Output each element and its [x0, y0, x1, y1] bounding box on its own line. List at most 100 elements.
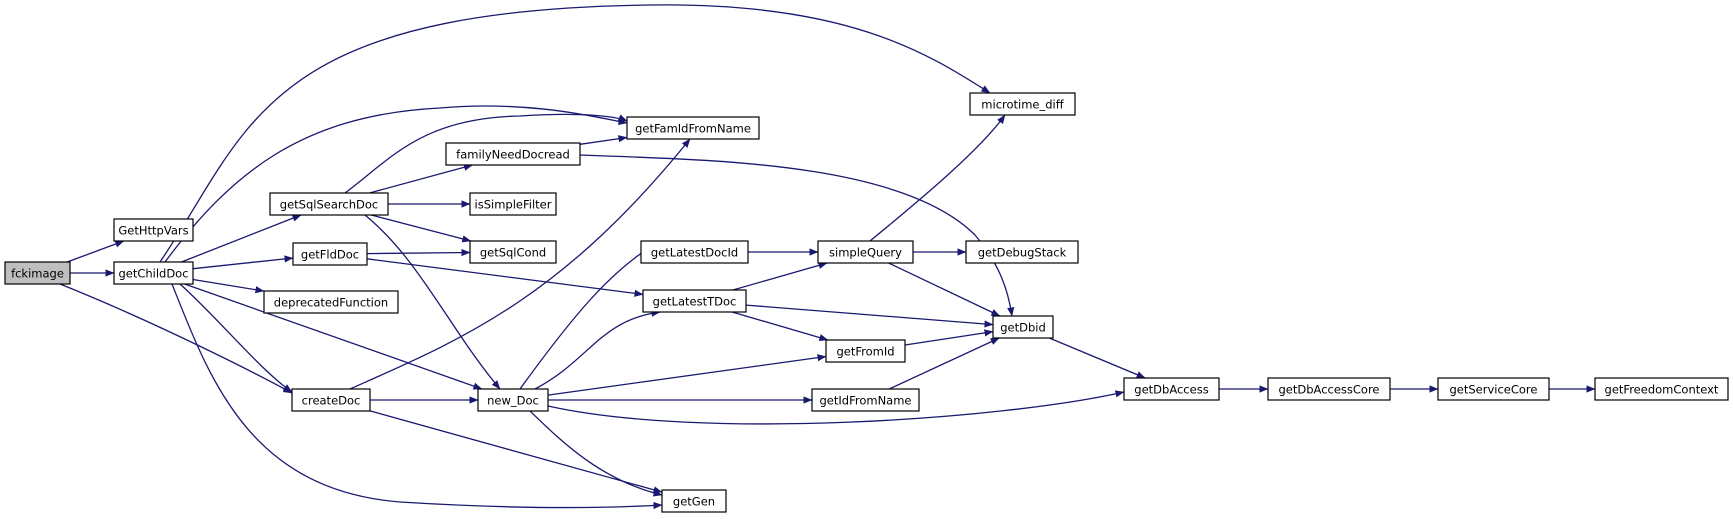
- node-getFromId[interactable]: getFromId: [825, 339, 906, 363]
- node-getChildDoc[interactable]: getChildDoc: [113, 261, 194, 285]
- node-box-createDoc[interactable]: [291, 388, 371, 412]
- edge-getChildDoc-to-deprecatedFunction: [192, 278, 265, 294]
- node-getFamIdFromName[interactable]: getFamIdFromName: [626, 116, 760, 140]
- node-getLatestTDoc[interactable]: getLatestTDoc: [642, 289, 747, 313]
- node-box-getIdFromName[interactable]: [811, 388, 920, 412]
- node-box-getDbid[interactable]: [992, 315, 1054, 339]
- node-box-microtime_diff[interactable]: [969, 92, 1076, 116]
- node-isSimpleFilter[interactable]: isSimpleFilter: [469, 192, 557, 216]
- edge-simpleQuery-to-getDbid: [888, 262, 1001, 317]
- edge-new_Doc-to-getLatestTDoc: [534, 309, 661, 390]
- edge-fckimage-to-createDoc: [59, 283, 293, 394]
- node-GetHttpVars[interactable]: GetHttpVars: [113, 218, 194, 242]
- node-box-deprecatedFunction[interactable]: [263, 290, 399, 314]
- node-getSqlCond[interactable]: getSqlCond: [469, 240, 557, 264]
- node-box-fckimage[interactable]: [4, 261, 71, 285]
- node-label-fckimage: fckimage: [11, 267, 64, 281]
- node-box-getFamIdFromName[interactable]: [626, 116, 760, 140]
- edge-getChildDoc-to-new_Doc: [184, 283, 483, 390]
- node-box-familyNeedDocread[interactable]: [445, 142, 581, 166]
- edge-getChildDoc-to-createDoc: [179, 283, 293, 393]
- node-label-getFreedomContext: getFreedomContext: [1605, 383, 1719, 397]
- node-label-getFldDoc: getFldDoc: [301, 248, 359, 262]
- node-getFldDoc[interactable]: getFldDoc: [292, 242, 368, 266]
- node-box-isSimpleFilter[interactable]: [469, 192, 557, 216]
- edge-familyNeedDocread-to-getFamIdFromName: [579, 135, 628, 145]
- edge-getIdFromName-to-getDbid: [888, 337, 1000, 390]
- node-label-getDbAccess: getDbAccess: [1134, 383, 1208, 397]
- edge-getLatestTDoc-to-simpleQuery: [732, 261, 828, 291]
- node-getSqlSearchDoc[interactable]: getSqlSearchDoc: [269, 192, 389, 216]
- node-label-getSqlCond: getSqlCond: [480, 246, 546, 260]
- node-getFreedomContext[interactable]: getFreedomContext: [1594, 377, 1729, 401]
- node-box-getSqlSearchDoc[interactable]: [269, 192, 389, 216]
- node-label-getGen: getGen: [673, 495, 715, 509]
- node-label-GetHttpVars: GetHttpVars: [118, 224, 188, 238]
- node-label-getFromId: getFromId: [836, 345, 894, 359]
- node-deprecatedFunction[interactable]: deprecatedFunction: [263, 290, 399, 314]
- node-createDoc[interactable]: createDoc: [291, 388, 371, 412]
- node-box-getChildDoc[interactable]: [113, 261, 194, 285]
- node-label-getFamIdFromName: getFamIdFromName: [635, 122, 751, 136]
- node-box-getGen[interactable]: [661, 489, 727, 513]
- edge-getFldDoc-to-getSqlCond: [366, 248, 471, 257]
- edge-new_Doc-to-getGen: [529, 410, 663, 497]
- node-box-getFromId[interactable]: [825, 339, 906, 363]
- node-box-getFldDoc[interactable]: [292, 242, 368, 266]
- node-getServiceCore[interactable]: getServiceCore: [1437, 377, 1550, 401]
- edge-getFromId-to-getDbid: [904, 329, 994, 346]
- node-getDebugStack[interactable]: getDebugStack: [965, 240, 1079, 264]
- edge-getFldDoc-to-getLatestTDoc: [366, 258, 644, 297]
- node-label-microtime_diff: microtime_diff: [981, 98, 1064, 112]
- node-label-getChildDoc: getChildDoc: [118, 267, 188, 281]
- node-getDbAccessCore[interactable]: getDbAccessCore: [1267, 377, 1391, 401]
- node-microtime_diff[interactable]: microtime_diff: [969, 92, 1076, 116]
- node-label-getDbAccessCore: getDbAccessCore: [1278, 383, 1379, 397]
- node-box-getServiceCore[interactable]: [1437, 377, 1550, 401]
- node-box-simpleQuery[interactable]: [817, 240, 914, 264]
- edge-new_Doc-to-getDbAccess: [547, 390, 1125, 425]
- edge-getChildDoc-to-getFldDoc: [192, 255, 294, 270]
- node-getDbid[interactable]: getDbid: [992, 315, 1054, 339]
- node-box-new_Doc[interactable]: [477, 388, 549, 412]
- edge-getSqlSearchDoc-to-familyNeedDocread: [369, 163, 473, 194]
- node-label-getSqlSearchDoc: getSqlSearchDoc: [280, 198, 378, 212]
- edge-getChildDoc-to-getSqlSearchDoc: [181, 214, 302, 263]
- edge-getSqlSearchDoc-to-new_Doc: [364, 214, 501, 390]
- node-box-getDbAccess[interactable]: [1123, 377, 1220, 401]
- node-label-getDebugStack: getDebugStack: [978, 246, 1067, 260]
- nodes-layer: fckimage GetHttpVars getChildDoc getSqlSear…: [4, 92, 1729, 513]
- node-box-getFreedomContext[interactable]: [1594, 377, 1729, 401]
- node-familyNeedDocread[interactable]: familyNeedDocread: [445, 142, 581, 166]
- node-new_Doc[interactable]: new_Doc: [477, 388, 549, 412]
- edge-fckimage-to-GetHttpVars: [66, 240, 125, 263]
- node-label-getDbid: getDbid: [1000, 321, 1046, 335]
- node-box-getSqlCond[interactable]: [469, 240, 557, 264]
- node-label-familyNeedDocread: familyNeedDocread: [456, 148, 570, 162]
- node-getIdFromName[interactable]: getIdFromName: [811, 388, 920, 412]
- node-label-new_Doc: new_Doc: [487, 394, 539, 408]
- edge-getSqlSearchDoc-to-getSqlCond: [371, 214, 472, 243]
- edge-getSqlSearchDoc-to-getFamIdFromName: [344, 113, 628, 194]
- node-simpleQuery[interactable]: simpleQuery: [817, 240, 914, 264]
- edge-createDoc-to-getFamIdFromName: [349, 138, 691, 390]
- edge-createDoc-to-getGen: [369, 410, 663, 494]
- edge-getLatestTDoc-to-getFromId: [731, 311, 829, 342]
- node-fckimage[interactable]: fckimage: [4, 261, 71, 285]
- edge-getChildDoc-to-microtime_diff: [159, 4, 991, 263]
- node-getGen[interactable]: getGen: [661, 489, 727, 513]
- edge-simpleQuery-to-microtime_diff: [869, 114, 1006, 242]
- node-label-getServiceCore: getServiceCore: [1449, 383, 1537, 397]
- node-label-getLatestDocId: getLatestDocId: [651, 246, 738, 260]
- edge-getChildDoc-to-getFamIdFromName: [164, 105, 628, 263]
- edge-new_Doc-to-getFromId: [547, 354, 827, 396]
- node-box-GetHttpVars[interactable]: [113, 218, 194, 242]
- node-box-getDebugStack[interactable]: [965, 240, 1079, 264]
- edge-getLatestTDoc-to-getDbid: [745, 304, 994, 328]
- node-getDbAccess[interactable]: getDbAccess: [1123, 377, 1220, 401]
- node-getLatestDocId[interactable]: getLatestDocId: [640, 240, 749, 264]
- node-box-getLatestTDoc[interactable]: [642, 289, 747, 313]
- node-box-getDbAccessCore[interactable]: [1267, 377, 1391, 401]
- node-box-getLatestDocId[interactable]: [640, 240, 749, 264]
